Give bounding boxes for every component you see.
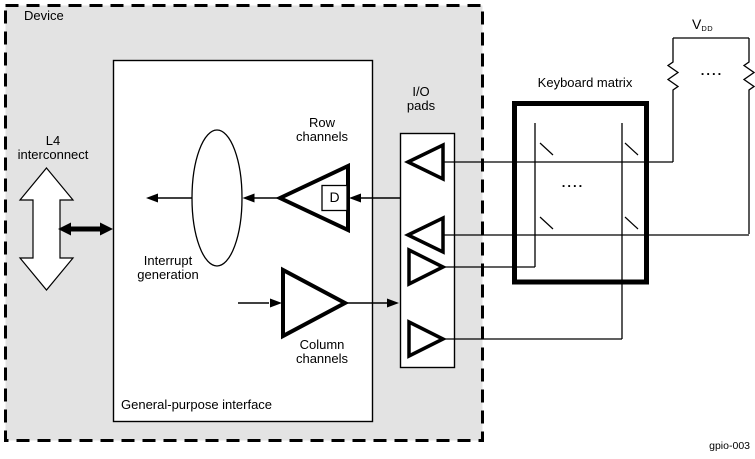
interrupt-generation-label: Interrupt generation — [137, 253, 199, 282]
key-switch-icon — [624, 142, 639, 156]
matrix-ellipsis-dots: .... — [561, 175, 585, 190]
pullup-resistor-icon — [666, 38, 680, 162]
arrowhead-right-icon — [270, 298, 282, 308]
row-channels-buffer — [275, 162, 350, 234]
keyboard-matrix-label: Keyboard matrix — [537, 75, 633, 90]
arrowhead-left-icon — [242, 193, 255, 203]
device-label: Device — [24, 8, 64, 23]
io-pad-input-buffer-1 — [403, 142, 445, 182]
vdd-label: VDD — [692, 16, 714, 33]
gpio-box — [112, 59, 374, 423]
arrowhead-left-icon — [58, 222, 71, 236]
d-flipflop-box — [321, 184, 348, 212]
row-channels-label: Row channels — [295, 115, 349, 144]
pullup-resistor-icon — [742, 38, 755, 234]
d-flipflop-label: D — [329, 189, 340, 205]
column-channels-label: Column channels — [295, 337, 349, 366]
l4-interconnect-label: L4 interconnect — [17, 133, 89, 162]
l4-vertical-double-arrow — [18, 167, 75, 291]
arrowhead-left-icon — [349, 193, 361, 203]
io-pad-output-buffer-2 — [407, 319, 447, 359]
io-pad-input-buffer-2 — [403, 215, 445, 255]
interrupt-generation-ellipse — [191, 129, 243, 267]
keyboard-matrix-box — [512, 101, 649, 285]
gpio-interface-label: General-purpose interface — [121, 397, 273, 412]
arrowhead-left-icon — [146, 193, 158, 203]
figure-id-label: gpio-003 — [709, 440, 750, 452]
key-switch-icon — [539, 216, 554, 230]
arrowhead-right-icon — [100, 222, 113, 236]
io-pad-output-buffer-1 — [407, 247, 447, 287]
key-switch-icon — [624, 216, 639, 230]
column-channels-buffer — [281, 266, 350, 340]
vdd-ellipsis-dots: .... — [700, 63, 724, 78]
arrowhead-right-icon — [387, 298, 399, 308]
key-switch-icon — [539, 142, 554, 156]
io-pads-label: I/O pads — [406, 84, 436, 113]
